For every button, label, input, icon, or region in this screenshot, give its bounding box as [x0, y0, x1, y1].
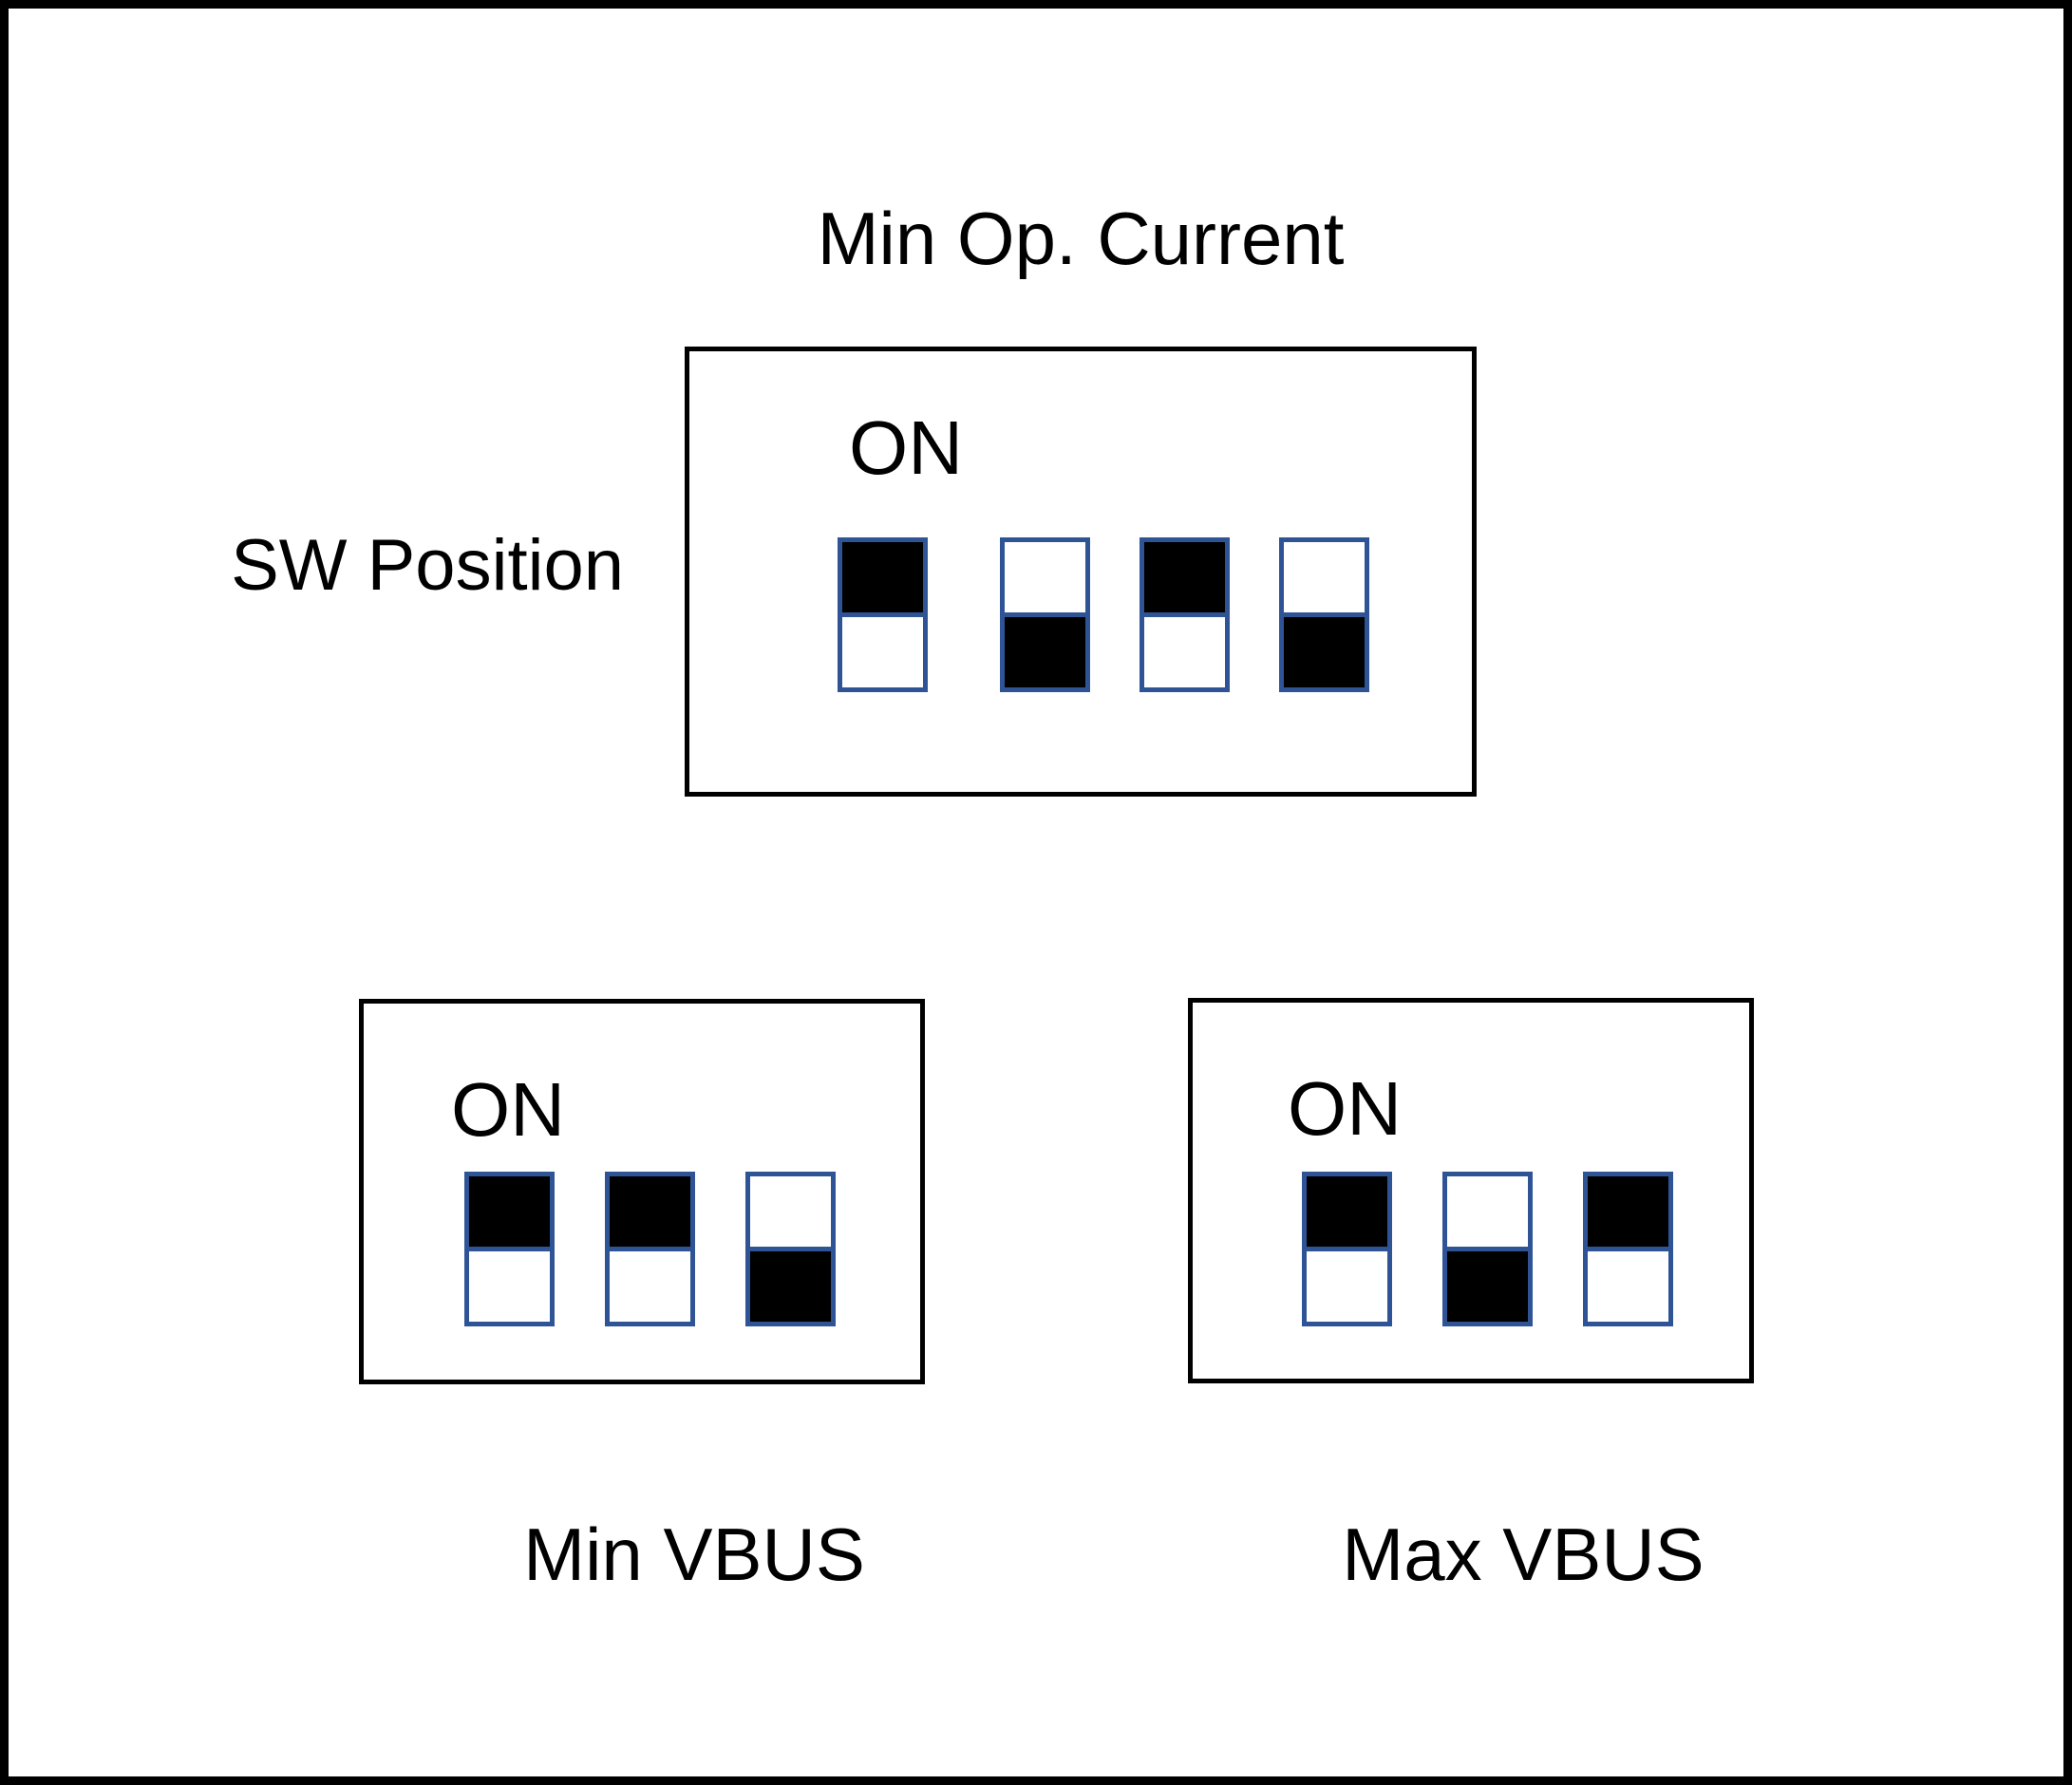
switch-lower-cell: [1447, 1251, 1528, 1322]
dip-switch-min-op-current-3: [1140, 537, 1230, 692]
switch-upper-cell: [1588, 1176, 1668, 1251]
switch-upper-cell: [750, 1176, 831, 1251]
switch-row: [464, 1172, 836, 1326]
switch-lower-cell: [1284, 617, 1365, 687]
switch-upper-cell: [1447, 1176, 1528, 1251]
dip-switch-min-op-current-1: [838, 537, 928, 692]
switch-lower-cell: [1307, 1251, 1387, 1322]
panel-max-vbus: ON: [1188, 998, 1754, 1383]
figure-title: Min Op. Current: [817, 197, 1345, 280]
on-label: ON: [1288, 1066, 1402, 1151]
switch-upper-cell: [610, 1176, 690, 1251]
panel-min-vbus: ON: [359, 999, 925, 1384]
dip-switch-min-op-current-2: [1000, 537, 1090, 692]
switch-lower-cell: [610, 1251, 690, 1322]
switch-row: [838, 537, 1369, 692]
dip-switch-min-vbus-3: [745, 1172, 836, 1326]
sw-position-label: SW Position: [231, 525, 624, 606]
dip-switch-max-vbus-1: [1302, 1172, 1392, 1326]
dip-switch-max-vbus-2: [1442, 1172, 1533, 1326]
switch-upper-cell: [842, 542, 923, 617]
max-vbus-label: Max VBUS: [1342, 1513, 1705, 1596]
switch-lower-cell: [469, 1251, 550, 1322]
on-label: ON: [451, 1067, 565, 1152]
min-vbus-label: Min VBUS: [523, 1513, 865, 1596]
dip-switch-max-vbus-3: [1583, 1172, 1673, 1326]
dip-switch-min-op-current-4: [1279, 537, 1369, 692]
switch-upper-cell: [1005, 542, 1085, 617]
panel-min-op-current: ON: [685, 347, 1477, 797]
dip-switch-min-vbus-2: [605, 1172, 695, 1326]
switch-upper-cell: [1307, 1176, 1387, 1251]
switch-upper-cell: [1284, 542, 1365, 617]
switch-upper-cell: [1144, 542, 1225, 617]
switch-upper-cell: [469, 1176, 550, 1251]
switch-lower-cell: [1588, 1251, 1668, 1322]
on-label: ON: [849, 405, 963, 490]
dip-switch-min-vbus-1: [464, 1172, 555, 1326]
switch-row: [1302, 1172, 1673, 1326]
switch-lower-cell: [1005, 617, 1085, 687]
switch-lower-cell: [1144, 617, 1225, 687]
switch-lower-cell: [750, 1251, 831, 1322]
switch-lower-cell: [842, 617, 923, 687]
